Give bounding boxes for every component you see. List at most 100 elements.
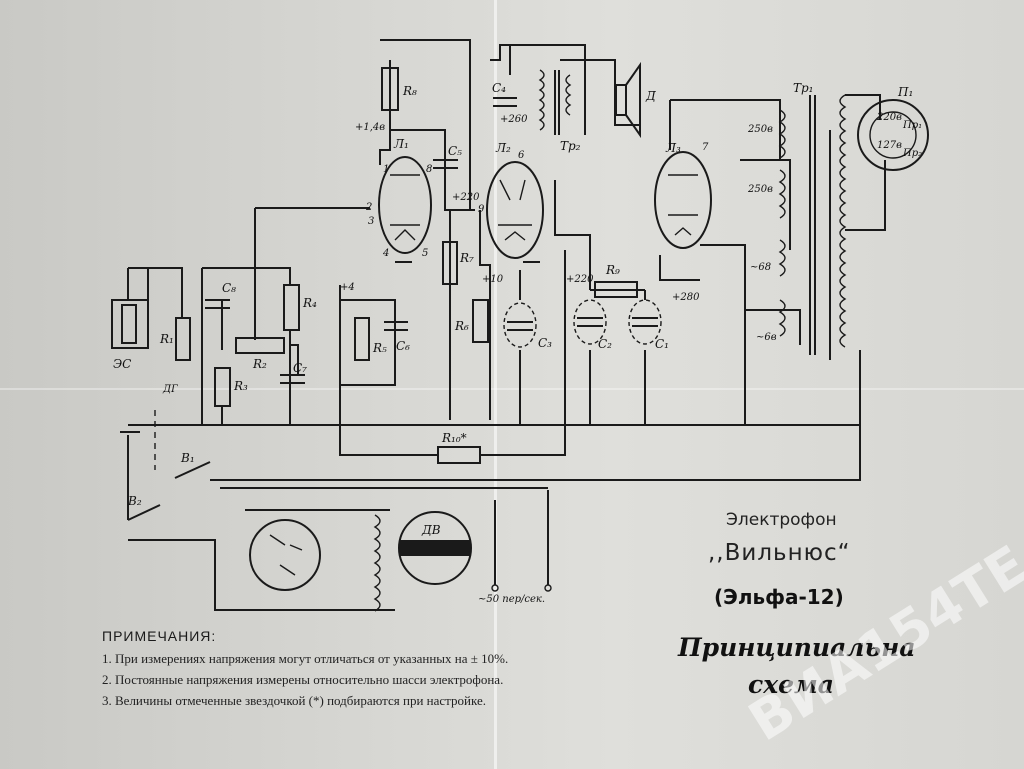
note-item: 1. При измерениях напряжения могут отлич… [102,651,509,666]
resistors [175,67,638,464]
label-plus260: +260 [500,114,528,125]
label-plus280: +280 [672,292,700,303]
power-transformer-tr1 [778,94,847,355]
label-v250a: 250в [747,124,773,135]
pin-number: 7 [702,142,709,153]
label-plus4: +4 [340,282,355,293]
label-r5: R₅ [372,341,387,355]
label-l1: Л₁ [393,137,409,151]
label-mains: ~50 пер/сек. [478,594,545,605]
title-device-type: Электрофон [726,510,837,530]
label-p1: П₁ [897,85,913,99]
resistor-r7 [442,241,458,285]
label-plus220b: +220 [566,274,594,285]
notes-list: 1. При измерениях напряжения могут отлич… [102,651,602,714]
label-r9: R₉ [605,263,620,277]
label-v250b: 250в [747,184,773,195]
label-r6: R₆ [454,319,469,333]
capacitor-c6 [384,321,408,331]
label-c3: C₃ [538,336,552,350]
switch-v2 [127,504,161,521]
label-v1: В₁ [180,451,195,465]
pickup-es [111,299,149,349]
label-v68: ~68 [750,262,771,273]
tubes [378,151,712,259]
speed-switch [249,519,321,591]
label-plus220a: +220 [452,192,480,203]
capacitor-c3 [503,302,537,348]
label-c1: C₁ [655,337,669,351]
label-speaker: Д [645,89,656,103]
pin-number: 3 [368,216,374,227]
switches [127,461,211,521]
resistor-r1 [175,317,191,361]
capacitor-c4 [493,97,517,107]
label-r10: R₁₀* [441,431,467,445]
resistor-r2 [235,337,285,354]
component-labels: R₈ R₁ R₂ R₃ R₄ R₅ R₆ R₇ R₉ R₁₀* C₈ C₇ C₆… [113,81,922,605]
label-tr2: Тр₂ [560,139,581,153]
motor-coils [373,514,381,612]
capacitor-c2 [573,299,607,345]
notes-heading: ПРИМЕЧАНИЯ: [102,628,217,644]
switch-v1 [174,461,211,479]
resistor-r4 [283,284,300,331]
pin-number: 5 [422,248,428,259]
wiring [127,39,886,611]
label-c7: C₇ [293,361,307,375]
label-motor: ДВ [421,523,441,537]
label-es: ЭС [113,357,131,371]
label-c6: C₆ [396,339,410,353]
label-r2: R₂ [252,357,267,371]
title-diagram-type-line1: Принципиальна [678,633,916,662]
label-pr1: Пр₁ [902,120,922,131]
title-model: (Эльфа-12) [714,585,844,609]
label-r8: R₈ [402,84,417,98]
tube-l1 [378,156,432,254]
label-v68b: ~6в [756,332,777,343]
label-plus10: +10 [482,274,504,285]
label-v127: 127в [877,140,902,151]
voltage-selector-p1 [857,99,929,171]
label-c4: C₄ [492,81,506,95]
resistor-r3 [214,367,231,407]
title-diagram-type-line2: схема [748,670,834,699]
label-v220a: 220в [876,112,902,123]
resistor-r9 [594,281,638,298]
label-l3: Л₃ [665,141,681,155]
pin-number: 9 [478,204,485,215]
tube-pin-numbers: 1 2 3 4 5 6 7 9 8 [365,142,709,259]
output-transformer-tr2 [538,69,572,135]
resistor-r5 [354,317,370,361]
label-pr2: Пр₂ [902,148,922,159]
capacitor-c7 [280,374,305,384]
pin-number: 1 [383,164,389,175]
paper-fold-horizontal [0,388,1024,390]
label-c2: C₂ [598,337,612,351]
label-v2: В₂ [127,494,142,508]
pin-number: 8 [426,164,432,175]
capacitor-c1 [628,299,662,345]
note-item: 3. Величины отмеченные звездочкой (*) по… [102,693,486,708]
title-device-name: ,,Вильнюс“ [708,540,851,566]
note-item: 2. Постоянные напряжения измерены относи… [102,672,504,687]
label-dg: ДГ [162,384,178,395]
tube-l2 [486,161,544,259]
ground-symbols [120,261,540,433]
pin-number: 6 [518,150,525,161]
pin-number: 2 [365,202,372,213]
label-r1: R₁ [159,332,174,346]
resistor-r10 [437,446,481,464]
speaker-d [615,61,641,139]
capacitors [205,97,662,384]
paper-fold-vertical [494,0,497,769]
label-plus14: +1,4в [355,122,385,133]
label-c5: C₅ [448,144,462,158]
label-r7: R₇ [459,251,474,265]
motor-dv [398,511,472,585]
label-r3: R₃ [233,379,248,393]
label-c8: C₈ [222,281,236,295]
capacitor-c5 [433,159,458,169]
resistor-r6 [472,299,489,343]
